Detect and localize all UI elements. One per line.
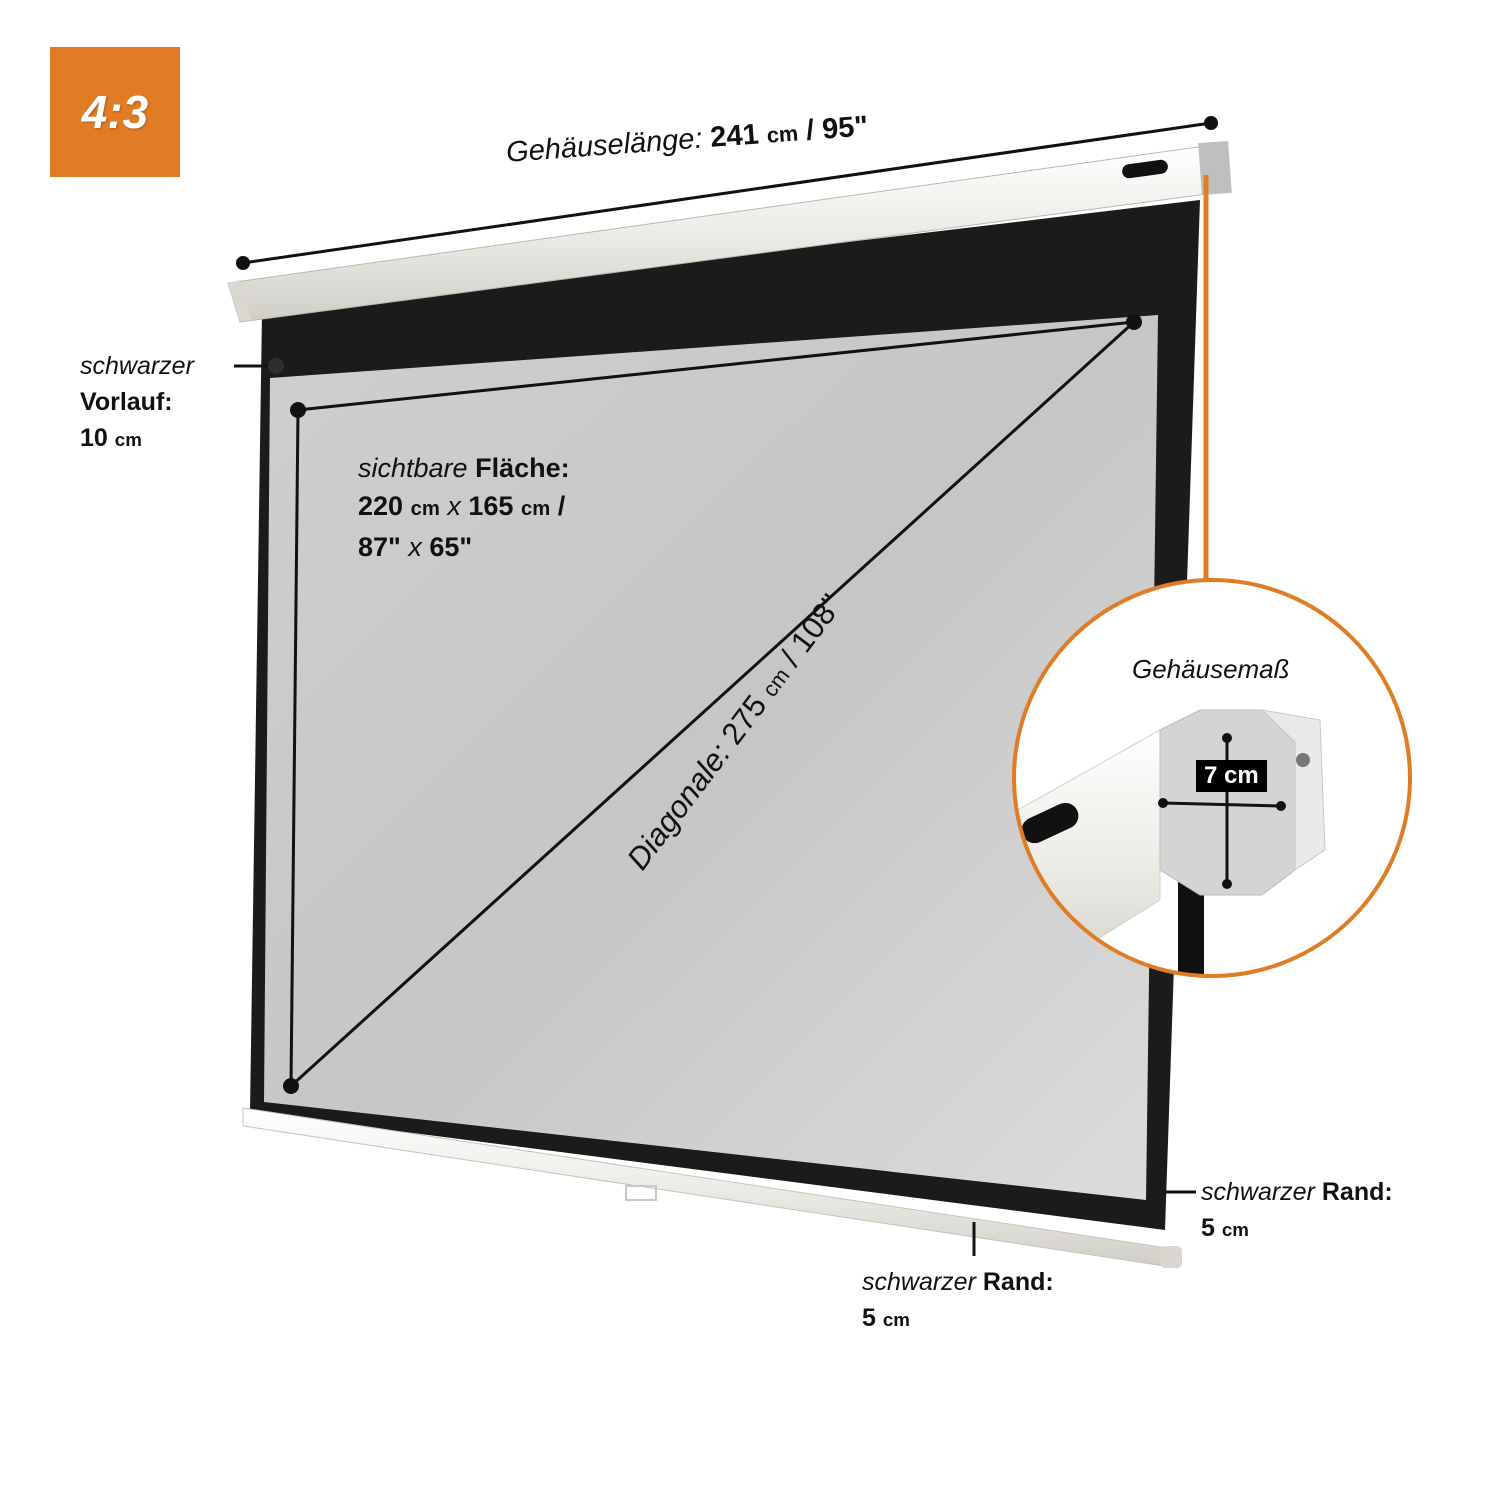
housing-size-label: 7 cm xyxy=(1196,760,1267,792)
black-lead-label: schwarzer Vorlauf: 10 cm xyxy=(80,352,194,452)
aspect-ratio-text: 4:3 xyxy=(81,86,149,138)
screen-visible-area xyxy=(264,315,1158,1200)
visible-area-label: sichtbare Fläche: 220 cm x 165 cm / 87" … xyxy=(358,453,570,562)
bottom-weight-bar xyxy=(242,1107,1181,1269)
housing-detail-title: Gehäusemaß xyxy=(1132,654,1290,684)
pull-handle xyxy=(625,1185,657,1201)
border-bottom-label: schwarzer Rand: 5 cm xyxy=(862,1268,1054,1332)
aspect-ratio-badge: 4:3 xyxy=(50,47,180,177)
border-right-label: schwarzer Rand: 5 cm xyxy=(1201,1178,1393,1242)
housing-endcap xyxy=(1198,141,1232,195)
brand-logo-plate xyxy=(1122,159,1168,179)
